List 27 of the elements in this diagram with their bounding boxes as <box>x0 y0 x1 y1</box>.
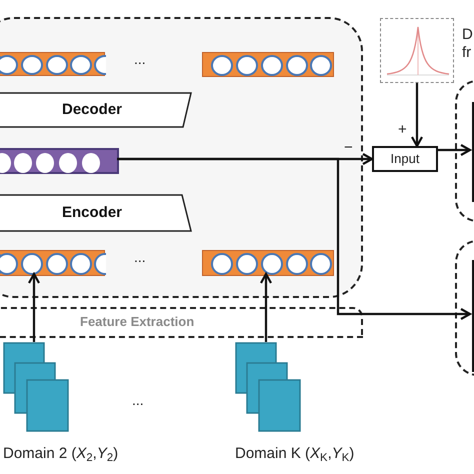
edge-label: + <box>398 122 407 137</box>
autoencoder-region <box>0 17 363 298</box>
arrow <box>260 272 272 342</box>
block-label: Encoder <box>62 202 122 223</box>
cut-off-text: D <box>462 27 473 42</box>
input-box <box>372 146 438 172</box>
arrow <box>117 158 472 320</box>
feature-vector-bar <box>202 52 334 77</box>
domain-caption: Domain K (X$_{K}$,Y$_{K}$) <box>235 446 354 461</box>
arrow <box>410 83 424 148</box>
feature-vector-bar <box>0 250 105 276</box>
arrow <box>28 272 40 342</box>
block-label: Input <box>390 150 420 168</box>
cut-off-text: fr <box>462 45 472 60</box>
block-label: Decoder <box>62 100 122 120</box>
domain-caption: Domain 2 (X$_{2}$,Y$_{2}$) <box>3 446 118 461</box>
edge-label: − <box>344 140 353 155</box>
arrow <box>438 144 472 156</box>
ellipsis: ... <box>134 52 146 66</box>
band-label: Feature Extraction <box>80 315 194 328</box>
ellipsis: ... <box>132 393 144 407</box>
ellipsis: ... <box>134 250 146 264</box>
decoder-block <box>0 92 192 128</box>
feature-vector-bar <box>202 250 334 276</box>
feature-vector-bar <box>0 52 105 76</box>
latent-vector-bar <box>0 148 119 174</box>
encoder-block <box>0 194 192 232</box>
